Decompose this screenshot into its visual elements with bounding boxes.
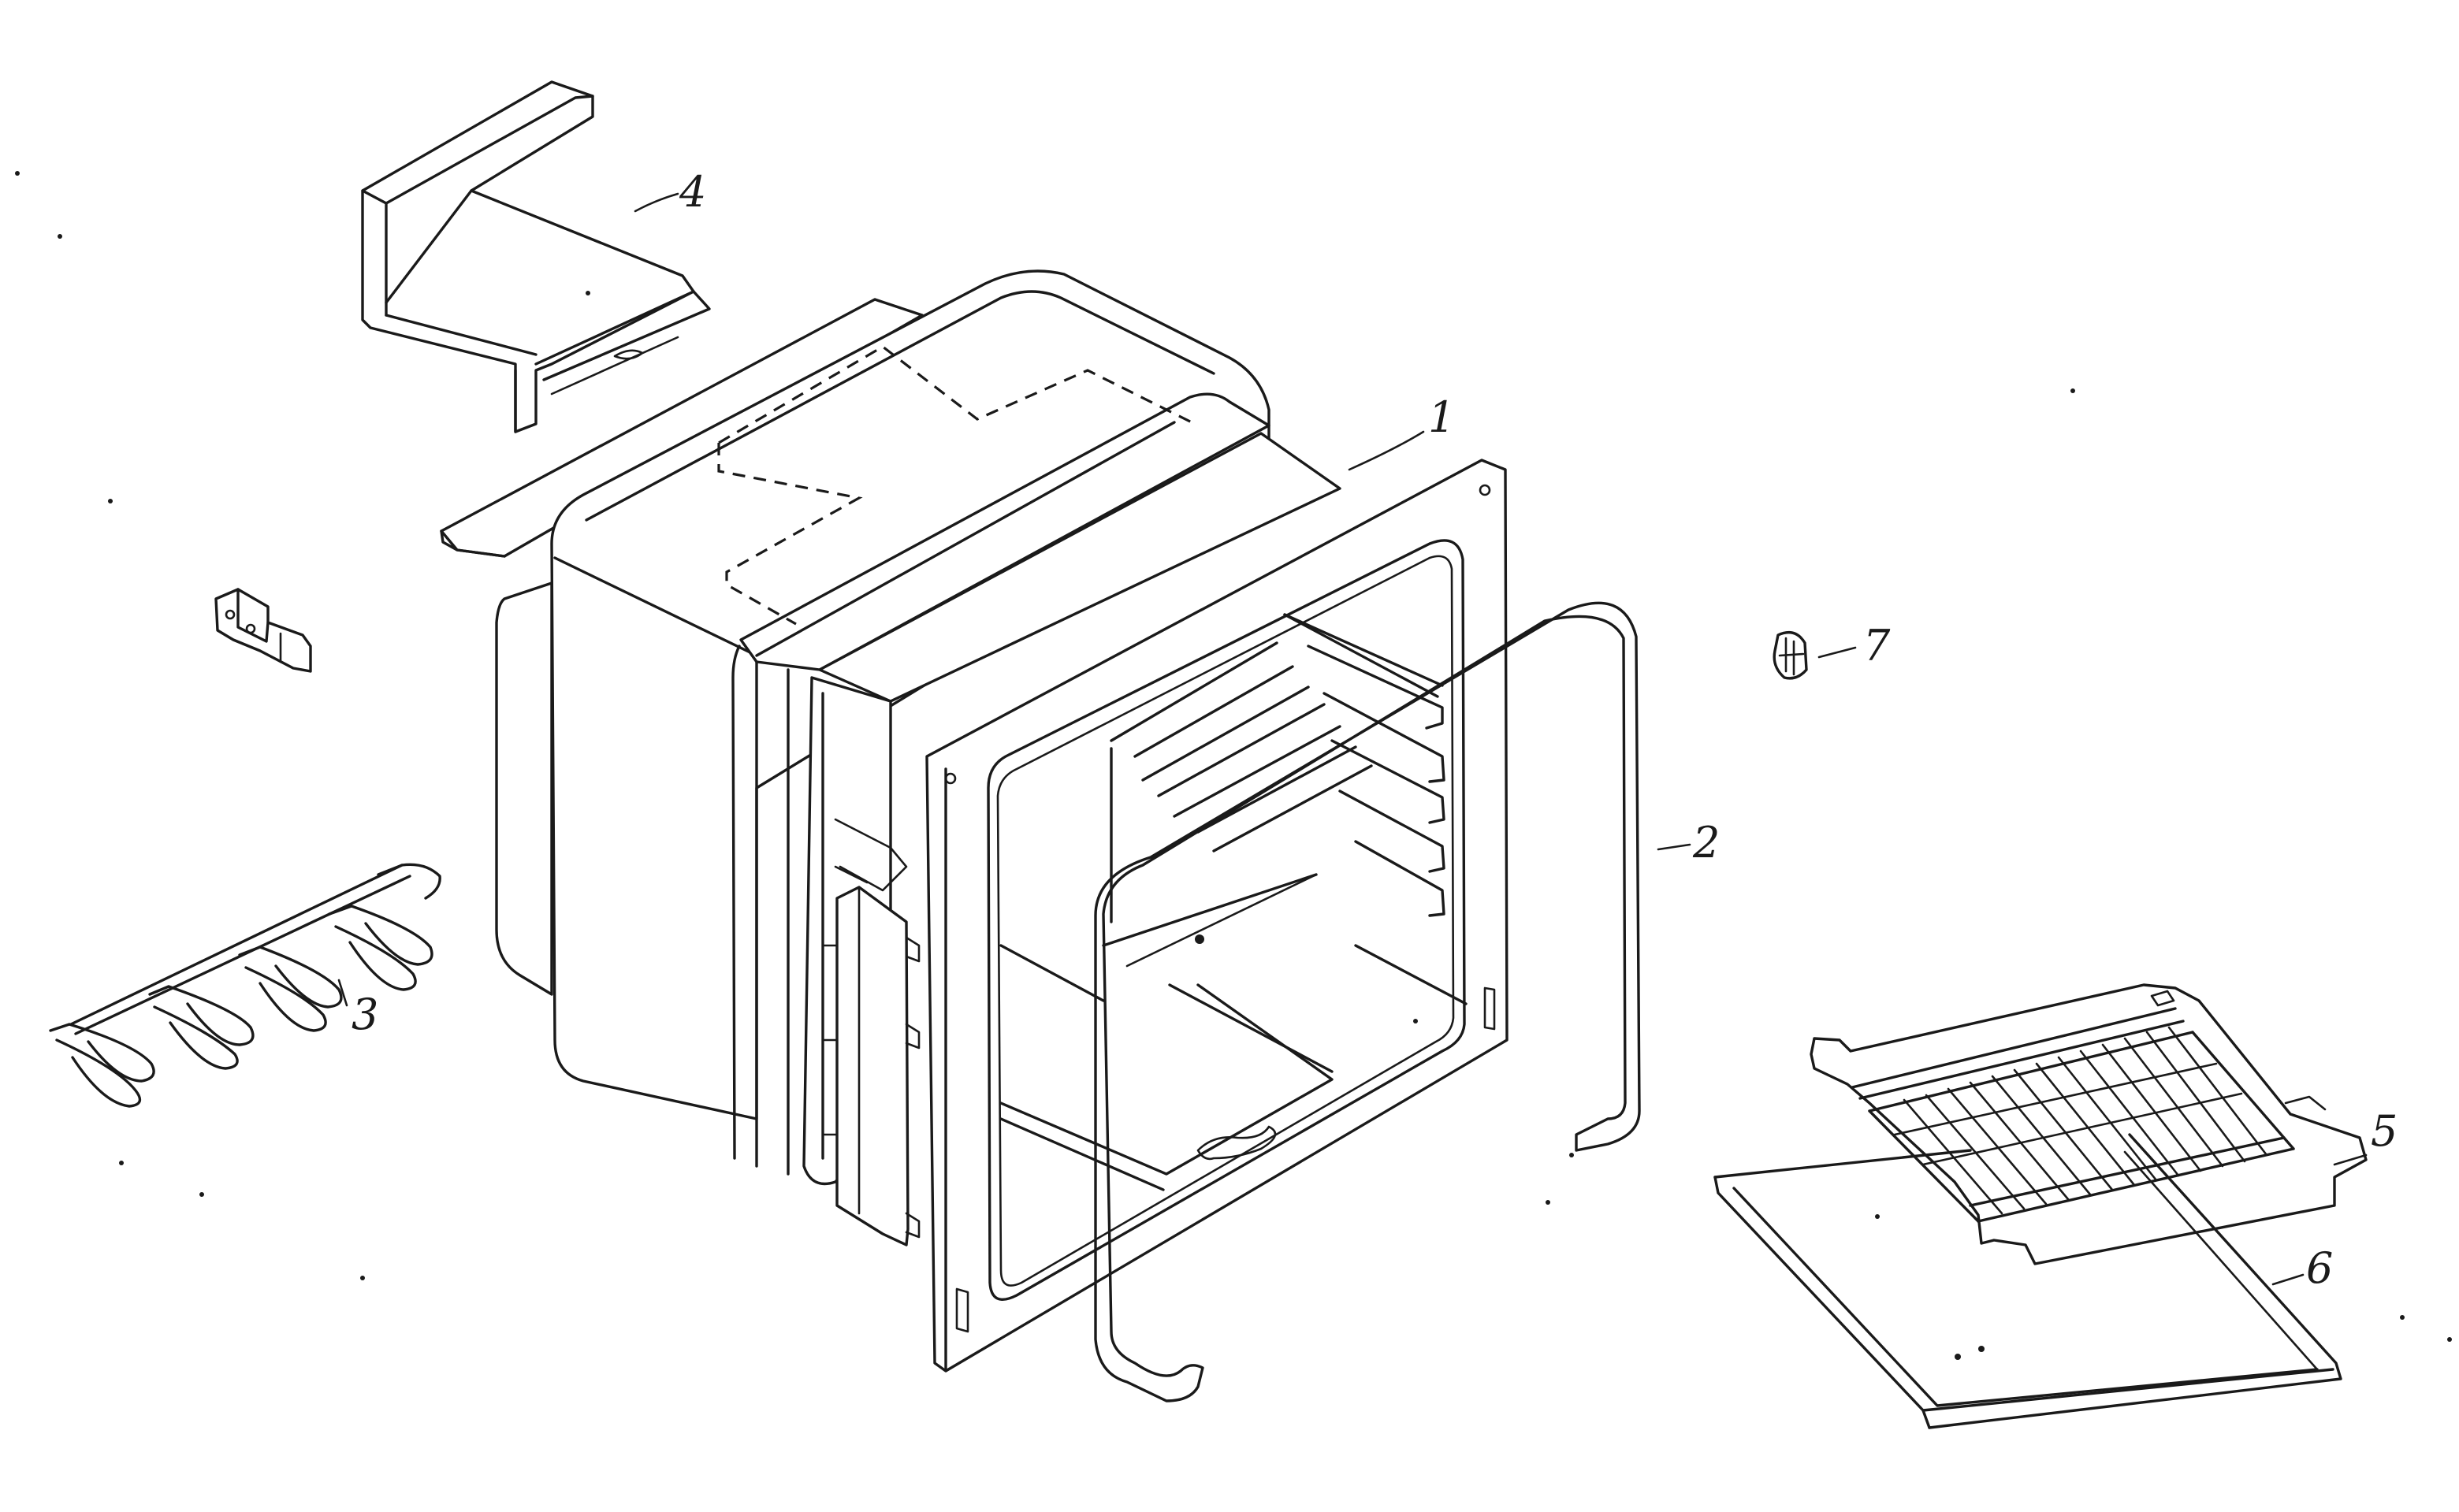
part-2-door-seal — [1094, 601, 1641, 1402]
callout-labels: 1 2 3 4 5 6 7 — [352, 167, 2398, 1293]
part-5-wire-rack — [1810, 983, 2368, 1265]
small-bracket — [214, 588, 312, 673]
part-7-clip — [1773, 631, 1808, 680]
scan-specks — [15, 171, 2452, 1342]
part-3-heating-element — [49, 863, 441, 1108]
callout-4: 4 — [679, 167, 706, 217]
callout-5: 5 — [2371, 1106, 2398, 1156]
callout-3: 3 — [352, 990, 378, 1039]
part-1-oven-muffle — [495, 269, 1341, 1246]
callout-7: 7 — [1863, 621, 1891, 671]
part-6-baking-tray — [1713, 1133, 2342, 1429]
leader-lines — [337, 192, 2368, 1286]
cavity-interior — [999, 613, 1468, 1191]
callout-1: 1 — [1428, 392, 1455, 442]
callout-2: 2 — [1692, 818, 1720, 867]
part-4-top-duct — [361, 80, 711, 433]
callout-6: 6 — [2306, 1243, 2333, 1293]
front-frame — [925, 459, 1509, 1373]
